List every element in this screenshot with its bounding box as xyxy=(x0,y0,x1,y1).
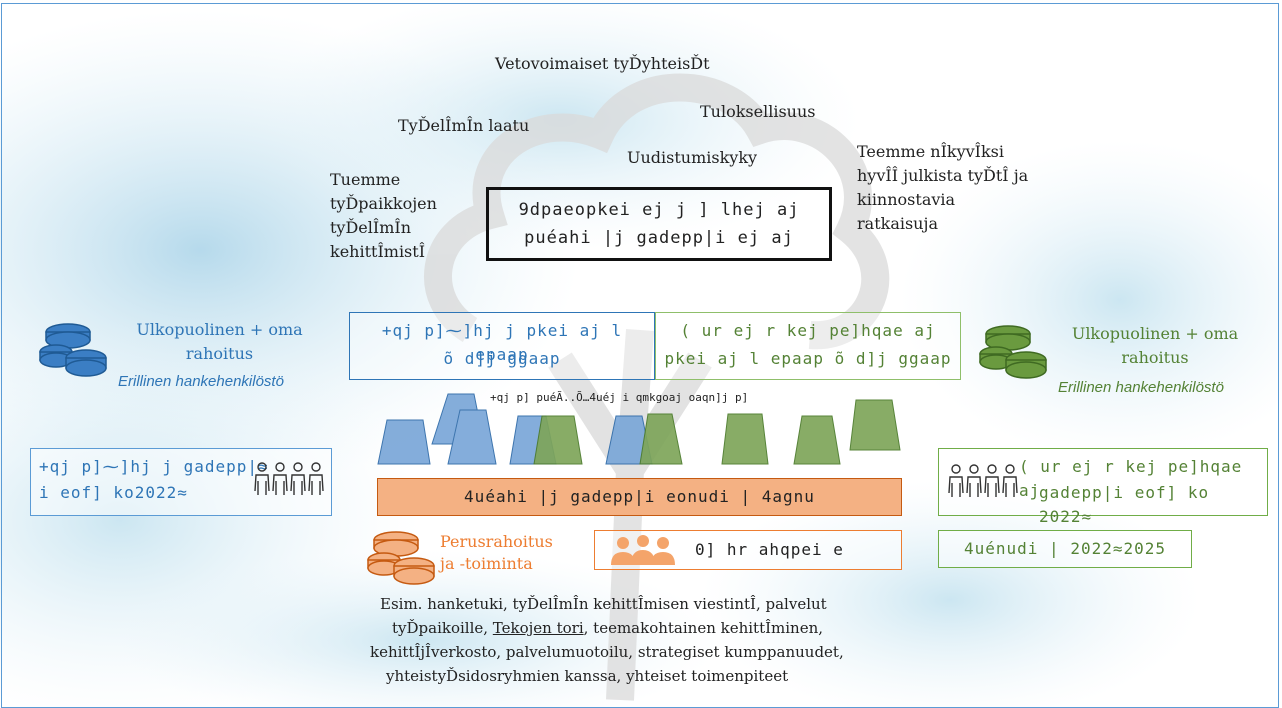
bottom-text-line2-b: , teemakohtainen kehittÎminen, xyxy=(583,619,824,637)
bottom-text-line4: yhteistyĎsidosryhmien kanssa, yhteiset t… xyxy=(386,667,789,685)
green-project-shape xyxy=(721,413,769,465)
right-external-funding-subtitle: Erillinen hankehenkilöstö xyxy=(1058,379,1224,396)
small-note: +qj p] puéÃ..Õ…4uéj i qmkgoaj oaqn]j p] xyxy=(490,391,749,404)
left-external-funding-title: Ulkopuolinen + oma rahoitus xyxy=(136,320,308,363)
right-staff-box: ( ur ej r kej pe]hqae aj gadepp|i eof] k… xyxy=(938,448,1268,526)
label-work-life-quality: TyĎelÎmÎn laatu xyxy=(398,116,530,135)
right-external-funding-title: Ulkopuolinen + oma rahoitus xyxy=(1071,324,1244,367)
blue-project-shape xyxy=(447,409,497,465)
people-group-icon xyxy=(254,462,324,495)
center-box-line2: puéahi |j gadepp|i ej aj xyxy=(524,228,794,248)
bottom-text-line1: Esim. hanketuki, tyĎelÎmÎn kehittÎmisen … xyxy=(380,595,827,613)
left-staff-line2: i eof] ko2022≈ xyxy=(39,483,188,502)
center-vision-box: 9dpaeopkei ej j ] lhej aj puéahi |j gade… xyxy=(486,187,832,261)
green-project-shape xyxy=(793,415,841,465)
base-funding-title-1: Perusrahoitus xyxy=(440,532,553,551)
green-header-line1: ( ur ej r kej pe]hqae aj xyxy=(680,321,936,340)
title-attractive-workplaces: Vetovoimaiset tyĎyhteisĎt xyxy=(495,54,710,73)
center-box-line1: 9dpaeopkei ej j ] lhej aj xyxy=(518,200,800,220)
coins-icon xyxy=(367,531,435,585)
left-staff-box: +qj p]⁓]hj j gadepp|≈ i eof] ko2022≈ xyxy=(30,448,332,516)
coins-icon xyxy=(979,325,1047,379)
period-box: 4uénudi | 2022≈2025 xyxy=(938,530,1192,568)
left-goal-text: Tuemme tyĎpaikkojen tyĎelÎmÎn kehittÎmis… xyxy=(330,170,443,261)
left-staff-line1: +qj p]⁓]hj j gadepp|≈ xyxy=(39,457,269,476)
right-staff-line1: ( ur ej r kej pe]hqae aj xyxy=(1019,457,1253,500)
bottom-text-line2: tyĎpaikoille, Tekojen tori, teemakohtain… xyxy=(392,616,823,640)
blue-header-line2: õ d]j ggaap xyxy=(443,349,561,368)
label-renewal: Uudistumiskyky xyxy=(627,148,758,167)
blue-project-header-box: +qj p]⁓]hj j pkei aj l epaap õ d]j ggaap xyxy=(349,312,655,380)
label-results: Tuloksellisuus xyxy=(700,102,816,121)
green-project-shape xyxy=(639,413,683,465)
period-label: 4uénudi | 2022≈2025 xyxy=(963,539,1167,558)
blue-project-shape xyxy=(377,419,431,465)
right-staff-line2: gadepp|i eof] ko 2022≈ xyxy=(1039,483,1220,526)
project-shapes xyxy=(377,393,901,465)
people-group-icon xyxy=(948,464,1018,497)
core-staff-box: 0] hr ahqpei e xyxy=(594,530,902,570)
left-external-funding-subtitle: Erillinen hankehenkilöstö xyxy=(118,373,284,390)
green-header-line2: pkei aj l epaap õ d]j ggaap xyxy=(664,349,952,368)
tekojen-tori-link[interactable]: Tekojen tori xyxy=(492,619,584,637)
green-project-shape xyxy=(849,399,901,451)
coins-icon xyxy=(39,323,107,377)
blue-header-line1: +qj p]⁓]hj j pkei aj l epaap xyxy=(381,321,633,364)
orange-core-bar: 4uéahi |j gadepp|i eonudi | 4agnu xyxy=(377,478,902,516)
base-funding-title-2: ja -toiminta xyxy=(440,554,533,573)
bottom-text-line2-a: tyĎpaikoille, xyxy=(392,619,493,637)
green-project-shape xyxy=(533,415,583,465)
right-goal-text: Teemme nÎkyvÎksi hyvÎÎ julkista tyĎtÎ ja… xyxy=(857,142,1034,233)
green-project-header-box: ( ur ej r kej pe]hqae aj pkei aj l epaap… xyxy=(655,312,961,380)
group-of-three-icon xyxy=(611,535,675,565)
core-staff-label: 0] hr ahqpei e xyxy=(695,540,844,559)
bottom-text-line3: kehittÎjÎverkosto, palvelumuotoilu, stra… xyxy=(370,643,844,661)
orange-bar-label: 4uéahi |j gadepp|i eonudi | 4agnu xyxy=(464,487,815,506)
